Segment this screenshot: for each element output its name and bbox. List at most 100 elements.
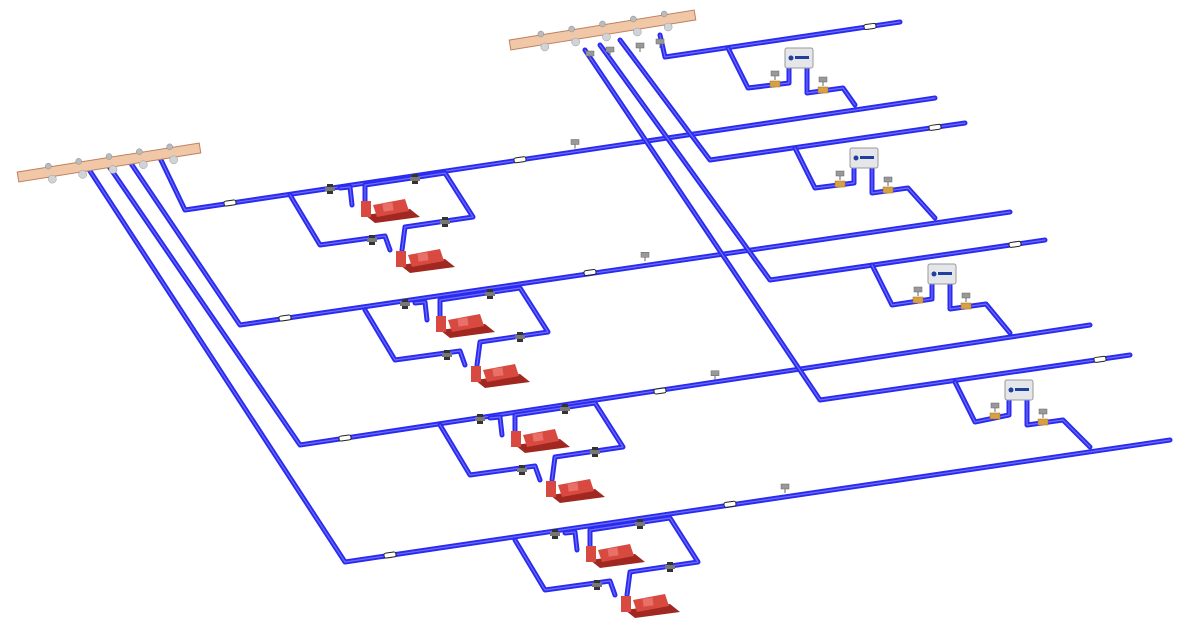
- return-pipe-3-highlight: [599, 44, 1046, 281]
- brass-fitting: [960, 302, 972, 310]
- sensor-icon: [640, 252, 650, 262]
- control-loop-supply: [952, 379, 1012, 425]
- valve-flange: [485, 292, 495, 296]
- sensor-icon: [835, 170, 845, 180]
- valve-icon: [590, 447, 600, 457]
- brass-fitting: [769, 80, 781, 88]
- pump-volute: [396, 251, 406, 267]
- valve-icon: [325, 184, 335, 194]
- manifold-port: [75, 158, 82, 165]
- control-loop-return-highlight: [806, 67, 856, 106]
- pump-base: [440, 324, 495, 338]
- valve-icon: [592, 580, 602, 590]
- pump-base: [400, 259, 455, 273]
- sensor-head: [635, 42, 645, 49]
- manifold-cap: [663, 22, 673, 32]
- manifold-port: [537, 30, 545, 38]
- control-loop-supply-highlight: [727, 47, 790, 89]
- sensor-icon: [635, 42, 645, 52]
- flow-arrow-icon: [653, 387, 667, 395]
- sensor-head: [913, 286, 923, 293]
- manifold-port: [660, 10, 668, 18]
- pump-base: [625, 604, 680, 618]
- control-loop-supply-highlight: [794, 147, 855, 189]
- valve-flange: [442, 353, 452, 357]
- valve-icon: [635, 519, 645, 529]
- supply-pipe-2: [127, 159, 1013, 328]
- sensor-head: [961, 292, 971, 299]
- sensor-head: [710, 370, 720, 376]
- sensor-icon: [990, 402, 1000, 412]
- flow-arrow-icon: [383, 551, 397, 559]
- supply-pipe-3-highlight: [107, 164, 1091, 446]
- pump-loop-upper-in-highlight: [339, 186, 353, 206]
- control-loop-supply-highlight: [871, 264, 933, 306]
- pipe-network: [85, 19, 1173, 598]
- pump-terminal-box: [642, 597, 654, 607]
- sensor-icon: [570, 139, 580, 149]
- valve-icon: [485, 289, 495, 299]
- sensor-head: [585, 50, 595, 57]
- pump-icon: [471, 364, 530, 388]
- flow-arrow-icon: [1008, 240, 1022, 248]
- valve-flange: [635, 522, 645, 526]
- valve-flange: [410, 177, 420, 181]
- control-display: [1015, 388, 1029, 391]
- control-display: [860, 156, 874, 159]
- manifold-port: [105, 153, 113, 160]
- manifold-cap: [108, 165, 118, 174]
- valve-icon: [560, 404, 570, 414]
- sensor-head: [770, 70, 780, 77]
- manifold-port: [45, 162, 52, 170]
- valve-icon: [400, 299, 410, 309]
- return-pipe-2-highlight: [619, 39, 966, 161]
- supply-pipe-2-highlight: [129, 161, 1011, 326]
- valve-icon: [367, 235, 377, 245]
- manifold-port: [136, 148, 143, 155]
- brass-fitting: [1037, 418, 1049, 426]
- pump-icon: [546, 479, 605, 503]
- supply-pipe-4: [85, 165, 1173, 565]
- valve-flange: [440, 220, 450, 224]
- supply-pipe-4-highlight: [87, 167, 1171, 563]
- manifold-port: [599, 20, 606, 28]
- flow-arrow-icon: [928, 123, 942, 131]
- pump-volute: [436, 316, 446, 332]
- sensor-head: [990, 402, 1000, 409]
- pump-icon: [511, 429, 570, 453]
- pump-icon: [396, 249, 455, 273]
- control-unit: [849, 147, 879, 169]
- pump-loop-lower-highlight: [514, 539, 616, 596]
- flow-arrow-icon: [338, 434, 352, 442]
- manifold-cap: [602, 32, 611, 42]
- brass-fitting: [834, 180, 846, 188]
- control-logo-icon: [853, 155, 859, 161]
- manifold-cap: [571, 37, 580, 47]
- sensor-icon: [1038, 408, 1048, 418]
- pump-terminal-box: [607, 547, 619, 557]
- valve-flange: [325, 187, 335, 191]
- pump-loop-lower-highlight: [439, 424, 541, 481]
- pump-loop-upper-in-highlight: [489, 416, 503, 436]
- control-loop-return: [869, 165, 938, 221]
- pump-base: [475, 374, 530, 388]
- flow-arrow-icon: [863, 22, 877, 31]
- pump-icon: [621, 594, 680, 618]
- valve-icon: [515, 332, 525, 342]
- control-display: [938, 272, 952, 275]
- control-unit: [784, 47, 814, 69]
- sensor-icon: [913, 286, 923, 296]
- control-unit: [927, 263, 957, 285]
- manifold-cap: [169, 155, 178, 165]
- valve-icon: [517, 465, 527, 475]
- valve-flange: [367, 238, 377, 242]
- valve-flange: [400, 302, 410, 306]
- control-logo-icon: [1008, 387, 1014, 393]
- flow-arrow-icon: [513, 156, 527, 164]
- brass-fitting: [882, 186, 894, 194]
- brass-fitting: [989, 412, 1001, 420]
- manifold-cap: [78, 170, 87, 179]
- pump-terminal-box: [382, 202, 394, 212]
- brass-fitting: [912, 296, 924, 304]
